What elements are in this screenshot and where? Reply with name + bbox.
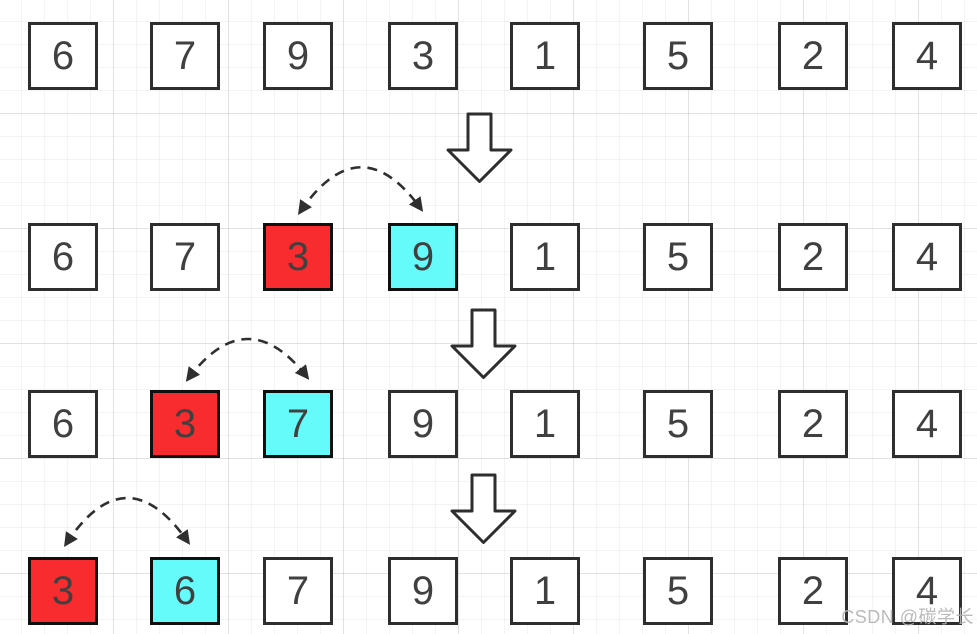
swap-arrow-step1 <box>297 165 424 215</box>
array-cell-highlight-red: 3 <box>28 557 98 625</box>
array-cell: 1 <box>510 390 580 458</box>
down-arrow-icon <box>450 308 517 379</box>
array-cell-highlight-cyan: 9 <box>388 223 458 291</box>
array-cell: 2 <box>778 390 848 458</box>
array-cell: 1 <box>510 22 580 90</box>
array-cell: 2 <box>778 22 848 90</box>
array-cell-highlight-cyan: 7 <box>263 390 333 458</box>
array-cell: 2 <box>778 223 848 291</box>
array-cell: 4 <box>892 390 962 458</box>
array-cell: 5 <box>643 223 713 291</box>
array-cell-highlight-red: 3 <box>263 223 333 291</box>
array-cell: 6 <box>28 22 98 90</box>
array-cell: 9 <box>388 390 458 458</box>
array-cell: 3 <box>388 22 458 90</box>
array-cell: 4 <box>892 223 962 291</box>
array-cell: 6 <box>28 390 98 458</box>
array-cell: 7 <box>150 22 220 90</box>
down-arrow-icon <box>446 112 513 183</box>
array-cell-highlight-cyan: 6 <box>150 557 220 625</box>
array-cell: 7 <box>263 557 333 625</box>
array-cell: 6 <box>28 223 98 291</box>
array-cell: 1 <box>510 557 580 625</box>
array-cell: 4 <box>892 557 962 625</box>
array-cell: 7 <box>150 223 220 291</box>
swap-arrow-step3 <box>64 496 191 547</box>
array-cell: 5 <box>643 390 713 458</box>
array-cell-highlight-red: 3 <box>150 390 220 458</box>
array-cell: 5 <box>643 557 713 625</box>
array-cell: 9 <box>263 22 333 90</box>
array-cell: 1 <box>510 223 580 291</box>
array-cell: 4 <box>892 22 962 90</box>
array-cell: 5 <box>643 22 713 90</box>
down-arrow-icon <box>450 473 517 544</box>
array-cell: 2 <box>778 557 848 625</box>
array-cell: 9 <box>388 557 458 625</box>
swap-arrow-step2 <box>185 337 310 382</box>
watermark-text: CSDN @碳学长 <box>841 607 974 627</box>
